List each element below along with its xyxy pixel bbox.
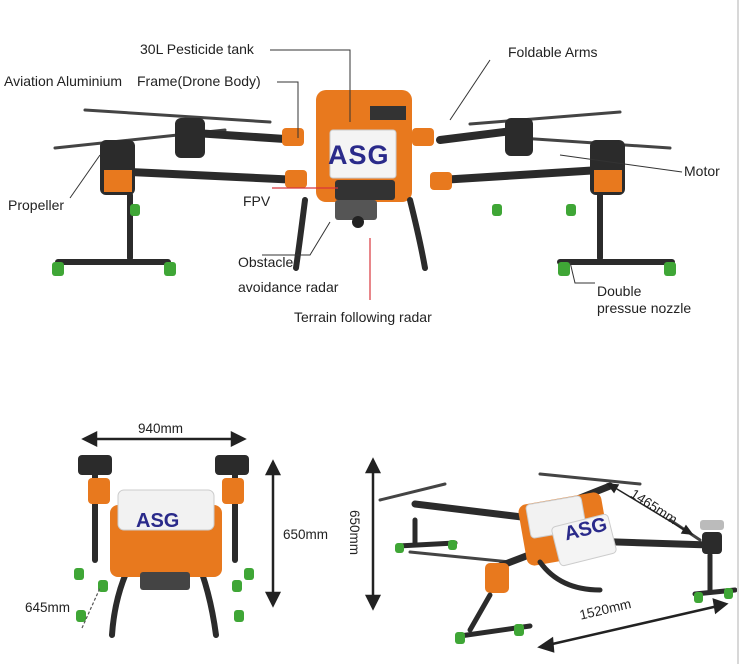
dimension-front-width: 940mm: [138, 421, 184, 436]
landing-gear: [55, 192, 675, 271]
motors: [100, 118, 625, 195]
label-obstacle-line1: Obstacle: [238, 254, 294, 270]
dimension-front-height: 650mm: [283, 527, 329, 542]
brand-logo-main: ASG: [328, 140, 390, 170]
label-pesticide-tank: 30L Pesticide tank: [140, 41, 254, 57]
red-leader-lines: [272, 187, 371, 300]
label-obstacle-line2: avoidance radar: [238, 279, 339, 295]
label-propeller: Propeller: [8, 197, 65, 213]
front-view-drone: [74, 430, 282, 638]
label-fpv: FPV: [243, 193, 271, 209]
iso-dimension-arrows: [364, 457, 729, 653]
main-drone: [52, 49, 683, 300]
nozzles: [52, 204, 676, 276]
label-nozzle-line1: Double: [597, 283, 642, 299]
label-nozzle-line2: pressue nozzle: [597, 300, 692, 316]
label-terrain-radar: Terrain following radar: [294, 309, 432, 325]
edge-border: [737, 0, 739, 664]
dimension-front-depth: 645mm: [25, 600, 71, 615]
brand-logo-front: ASG: [136, 510, 180, 532]
drone-body: [316, 90, 412, 228]
label-foldable-arms: Foldable Arms: [508, 44, 598, 60]
iso-view-drone: [364, 457, 738, 653]
label-frame: Frame(Drone Body): [137, 73, 261, 89]
dimension-iso-height: 650mm: [347, 509, 363, 556]
front-dimension-arrows: [81, 430, 282, 608]
leader-lines: [69, 49, 683, 284]
arm-joints: [282, 128, 452, 190]
label-motor: Motor: [684, 163, 720, 179]
label-aviation-aluminium: Aviation Aluminium: [4, 73, 123, 89]
